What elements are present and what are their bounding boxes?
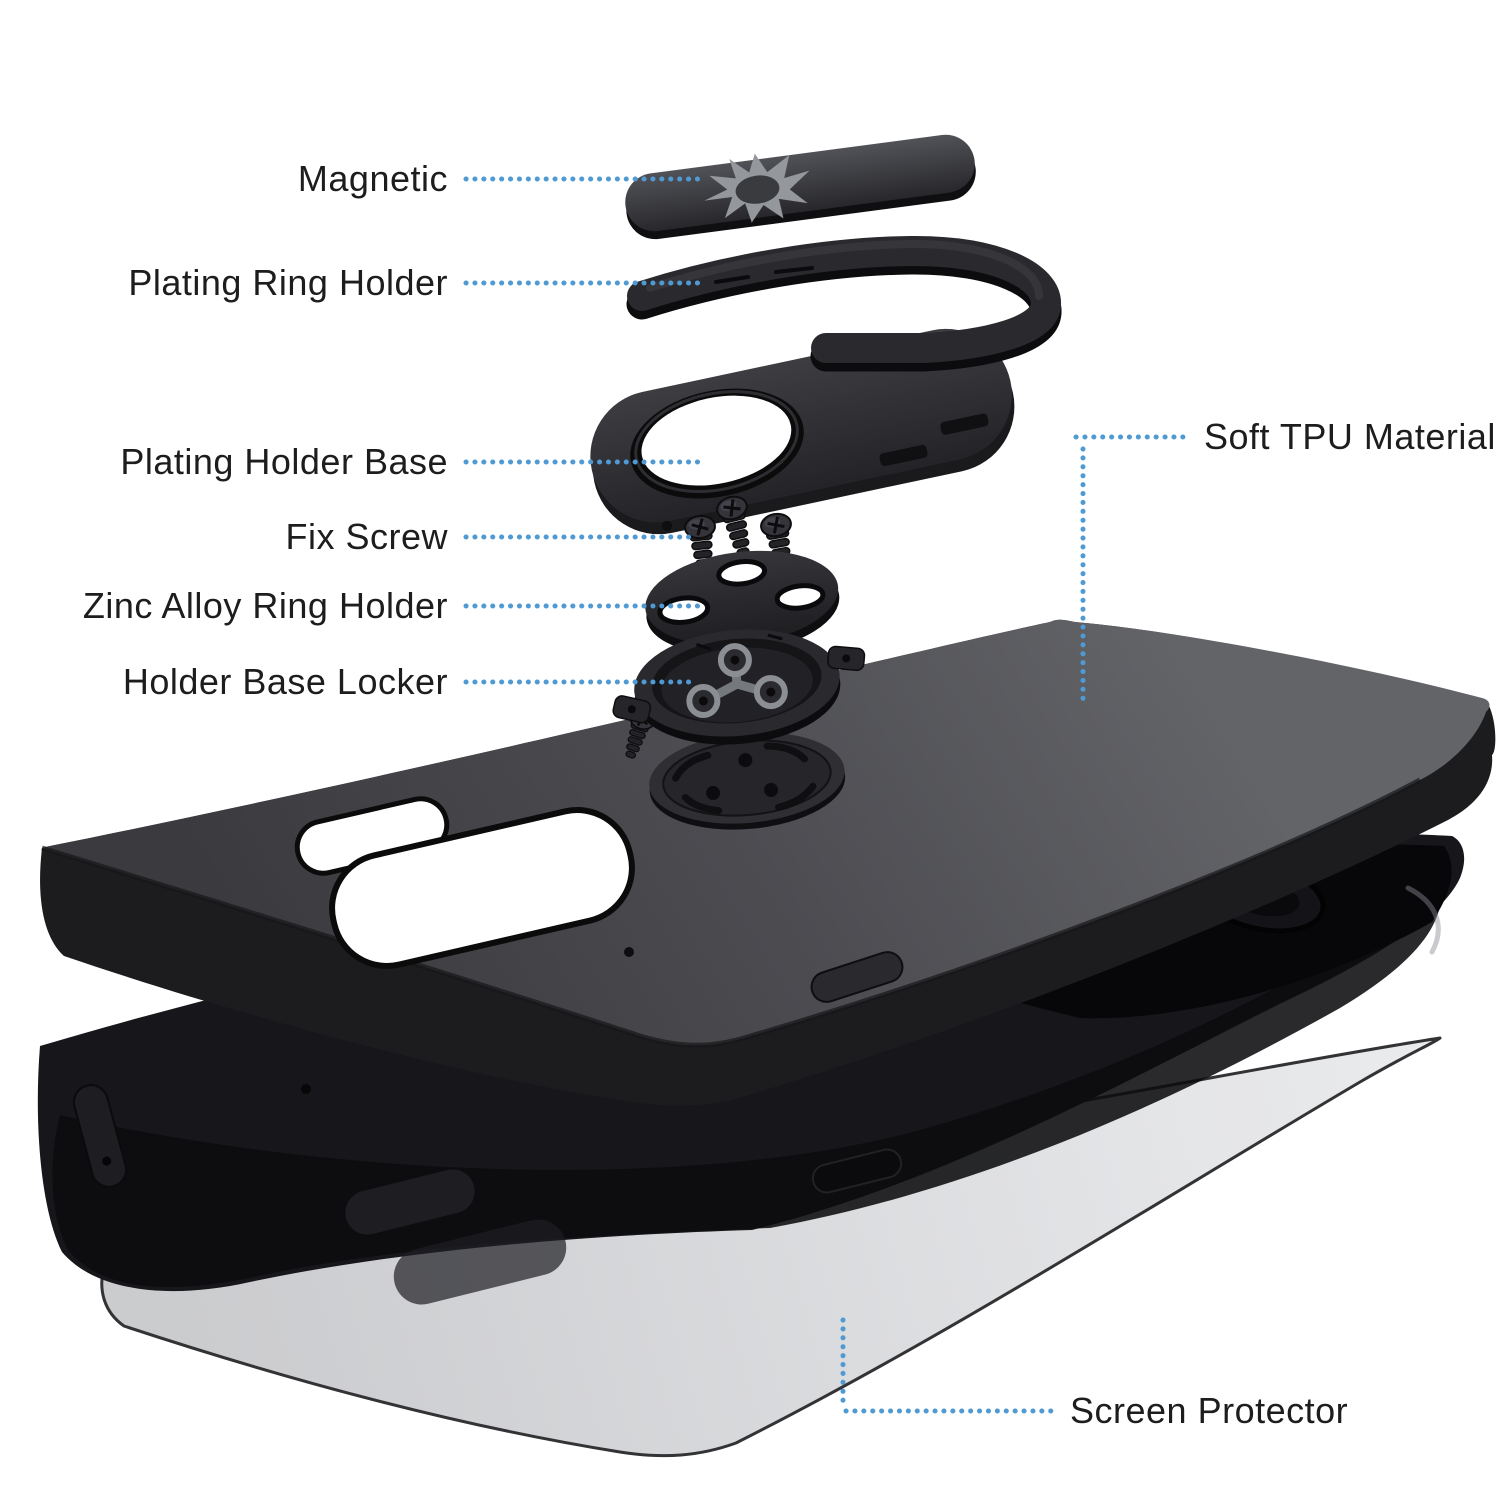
case-button	[810, 951, 904, 1003]
case-mount-disc	[649, 732, 846, 830]
holder-base-locker-part	[612, 629, 866, 745]
phone-edge-highlight	[1405, 885, 1441, 955]
brand-logo-icon	[704, 153, 810, 223]
label-plating-holder-base: Plating Holder Base	[120, 441, 448, 482]
label-magnetic: Magnetic	[297, 158, 448, 199]
case-mic-hole-2	[624, 947, 634, 957]
camera-cutout	[329, 807, 635, 969]
tpu-case	[40, 619, 1496, 1106]
leader-lines	[463, 176, 1189, 1414]
sim-tray	[72, 1084, 128, 1188]
label-holder-base-locker: Holder Base Locker	[122, 661, 448, 702]
screen-reflection	[345, 1169, 567, 1305]
zinc-alloy-ring-holder-part	[645, 550, 840, 655]
label-plating-ring-holder: Plating Ring Holder	[128, 262, 448, 303]
case-edge-shading	[41, 777, 1422, 1048]
label-screen-protector: Screen Protector	[1070, 1390, 1349, 1431]
label-zinc-alloy-ring-holder: Zinc Alloy Ring Holder	[82, 585, 448, 626]
case-mic-hole	[301, 1084, 311, 1094]
magnetic-plate-part	[625, 134, 976, 240]
phone-power-button	[811, 1148, 903, 1194]
label-soft-tpu-material: Soft TPU Material	[1204, 416, 1496, 457]
plating-ring-holder-part	[626, 235, 1062, 372]
label-fix-screw: Fix Screw	[285, 516, 448, 557]
